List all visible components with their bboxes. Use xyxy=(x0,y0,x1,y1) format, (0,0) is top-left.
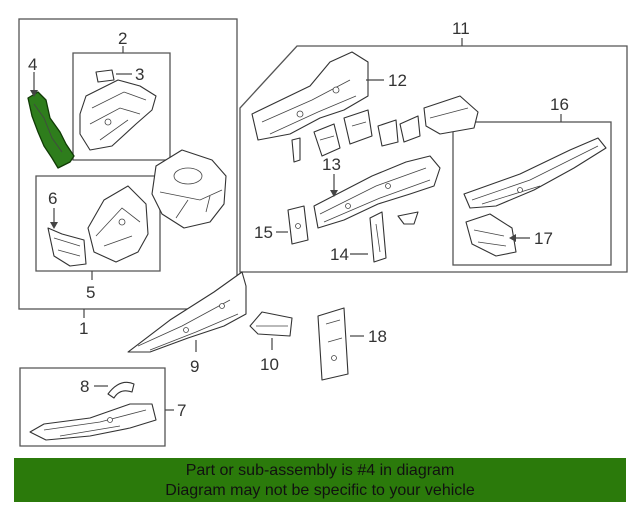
group-5-frame xyxy=(35,175,161,272)
callout-6: 6 xyxy=(48,189,57,208)
part-4-detail xyxy=(33,103,63,153)
part-12-detail xyxy=(261,79,357,135)
part-12[interactable] xyxy=(251,51,369,141)
part-6-detail xyxy=(53,237,81,257)
callout-18: 18 xyxy=(368,327,387,346)
part-13-hole-b xyxy=(385,183,391,189)
part-17[interactable] xyxy=(465,213,517,257)
callout-17: 17 xyxy=(534,229,553,248)
part-3[interactable] xyxy=(95,69,115,83)
group-16-frame xyxy=(452,121,612,266)
callout-12: 12 xyxy=(388,71,407,90)
part-5-panel[interactable] xyxy=(87,185,149,263)
part-18-hole xyxy=(331,355,337,361)
callout-8: 8 xyxy=(80,377,89,396)
part-15-hole xyxy=(295,223,301,229)
group-7-frame xyxy=(19,367,166,447)
part-16-detail xyxy=(471,145,599,205)
callout-1: 1 xyxy=(79,319,88,338)
part-14-detail xyxy=(375,223,381,253)
callout-13: 13 xyxy=(322,155,341,174)
part-12-hole-b xyxy=(332,86,340,94)
callout-5: 5 xyxy=(86,283,95,302)
part-18-detail xyxy=(325,319,343,343)
bracket-a[interactable] xyxy=(291,137,301,163)
part-16[interactable] xyxy=(463,137,607,209)
part-2-assembly[interactable] xyxy=(79,79,157,151)
part-5-detail xyxy=(95,207,141,247)
arrow-4 xyxy=(30,90,38,97)
part-4-highlighted[interactable] xyxy=(27,91,75,169)
part-18[interactable] xyxy=(317,307,349,381)
arrow-13 xyxy=(330,190,338,197)
group-1-frame xyxy=(18,18,238,310)
bracket-f[interactable] xyxy=(423,95,479,135)
callout-2: 2 xyxy=(118,29,127,48)
bracket-b[interactable] xyxy=(313,123,341,157)
part-16-hole xyxy=(517,187,523,193)
callout-7: 7 xyxy=(177,401,186,420)
strut-tower[interactable] xyxy=(151,149,227,229)
part-9-hole-b xyxy=(219,303,225,309)
part-9-detail xyxy=(137,299,239,351)
bracket-e[interactable] xyxy=(399,115,421,143)
callout-14: 14 xyxy=(330,245,349,264)
part-10[interactable] xyxy=(249,311,293,337)
part-9-hole-a xyxy=(183,327,189,333)
part-12-hole-a xyxy=(296,110,304,118)
strut-tower-detail xyxy=(159,189,223,219)
part-2-hole xyxy=(104,118,112,126)
arrow-17 xyxy=(509,234,516,242)
part-13-hole-a xyxy=(345,203,351,209)
part-13-detail xyxy=(319,167,431,223)
callout-4: 4 xyxy=(28,55,37,74)
part-17-detail xyxy=(473,229,507,247)
part-9[interactable] xyxy=(127,271,247,353)
banner-line-2: Diagram may not be specific to your vehi… xyxy=(165,482,475,499)
group-11-frame xyxy=(239,45,628,273)
callout-9: 9 xyxy=(190,357,199,376)
info-banner: Part or sub-assembly is #4 in diagram Di… xyxy=(14,458,626,502)
part-6[interactable] xyxy=(47,227,87,267)
callout-10: 10 xyxy=(260,355,279,374)
arrow-6 xyxy=(50,222,58,229)
brackets-detail xyxy=(319,107,469,141)
bracket-c[interactable] xyxy=(343,109,373,145)
strut-tower-hole xyxy=(173,167,203,185)
part-7[interactable] xyxy=(29,403,157,441)
callout-3: 3 xyxy=(135,65,144,84)
part-7-hole xyxy=(107,417,113,423)
callout-15: 15 xyxy=(254,223,273,242)
part-5-hole xyxy=(118,218,126,226)
part-7-detail xyxy=(43,409,147,437)
clip-piece[interactable] xyxy=(397,211,419,225)
callout-11: 11 xyxy=(452,19,470,38)
callout-16: 16 xyxy=(550,95,569,114)
part-2-detail xyxy=(89,91,147,141)
banner-line-1: Part or sub-assembly is #4 in diagram xyxy=(185,462,455,479)
part-8[interactable] xyxy=(107,381,135,399)
bracket-d[interactable] xyxy=(377,119,399,147)
